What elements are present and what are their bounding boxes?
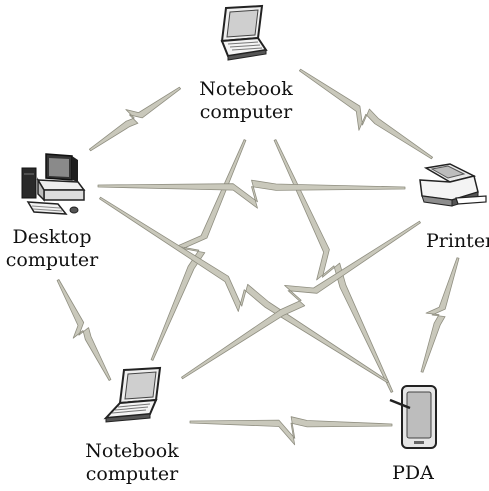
desktop-computer-icon: [21, 153, 86, 215]
pda-label: PDA: [378, 462, 448, 485]
printer-icon: [419, 163, 487, 207]
label-line: computer: [85, 463, 179, 485]
printer-label: Printer: [426, 230, 489, 253]
wireless-link-notebook-top-to-desktop: [89, 86, 181, 152]
wireless-link-printer-to-pda: [420, 257, 460, 373]
wireless-link-notebook-top-to-notebook-bottom: [150, 139, 247, 361]
label-line: Notebook: [85, 440, 179, 462]
notebook-bottom-label: Notebook computer: [82, 440, 182, 486]
desktop-label: Desktop computer: [0, 226, 104, 272]
notebook-top-label: Notebook computer: [196, 78, 296, 124]
wireless-link-notebook-top-to-pda: [273, 139, 394, 393]
wireless-link-printer-to-notebook-bottom: [181, 220, 421, 380]
label-line: computer: [5, 249, 99, 271]
label-line: Notebook: [199, 78, 293, 100]
label-line: Printer: [426, 230, 489, 252]
wireless-link-notebook-top-to-printer: [299, 68, 433, 160]
label-line: PDA: [392, 462, 434, 484]
wireless-link-desktop-to-pda: [99, 196, 389, 384]
label-line: Desktop: [12, 226, 92, 248]
notebook-top-laptop-icon: [220, 4, 268, 61]
wireless-link-desktop-to-notebook-bottom: [56, 279, 112, 381]
label-line: computer: [199, 101, 293, 123]
wireless-link-desktop-to-printer: [97, 179, 406, 209]
pda-icon: [389, 385, 437, 449]
notebook-bottom-laptop-icon: [103, 366, 162, 423]
wireless-link-notebook-bottom-to-pda: [189, 416, 393, 446]
